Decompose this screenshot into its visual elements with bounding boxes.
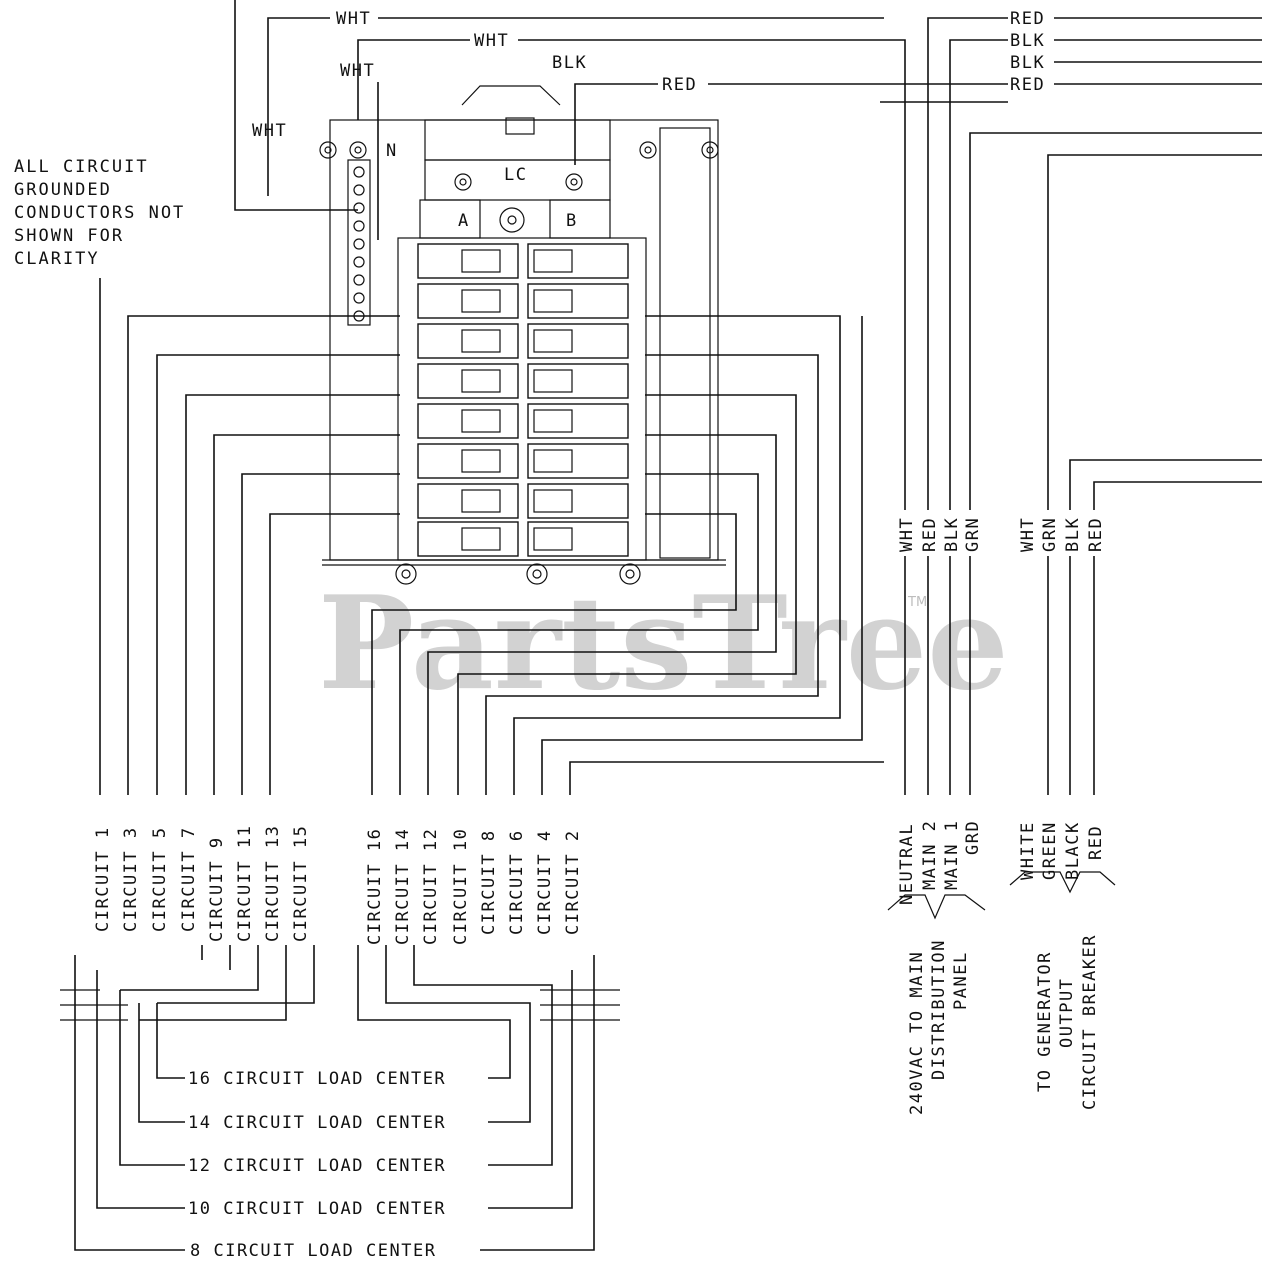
circuit-13-label: CIRCUIT 13 — [263, 825, 283, 942]
gen-dest-line-3: CIRCUIT BREAKER — [1080, 934, 1100, 1110]
circuit-15-label: CIRCUIT 15 — [291, 825, 311, 942]
lc-label: LC — [504, 165, 527, 185]
phase-b-label: B — [566, 211, 578, 231]
main-wire-blk: BLK — [942, 517, 962, 552]
wire-label-right-red-2: RED — [1010, 75, 1045, 95]
clarity-note: ALL CIRCUIT GROUNDED CONDUCTORS NOT SHOW… — [14, 157, 185, 269]
gen-wire-labels: WHT GRN BLK RED — [1018, 517, 1106, 795]
wire-label-blk: BLK — [552, 53, 587, 73]
main-wire-red: RED — [920, 517, 940, 552]
load-center-8: 8 CIRCUIT LOAD CENTER — [190, 1241, 436, 1261]
gen-wire-grn: GRN — [1040, 517, 1060, 552]
wire-label-right-blk-2: BLK — [1010, 53, 1045, 73]
function-white: WHITE — [1018, 821, 1038, 880]
wire-label-wht-3: WHT — [340, 61, 375, 81]
main-function-labels: NEUTRAL MAIN 2 MAIN 1 GRD 240VAC TO MAIN… — [887, 820, 986, 1115]
gen-wire-red: RED — [1086, 517, 1106, 552]
wire-label-right-blk-1: BLK — [1010, 31, 1045, 51]
neutral-label: N — [386, 141, 398, 161]
circuit-12-label: CIRCUIT 12 — [421, 828, 441, 945]
function-main-1: MAIN 1 — [942, 820, 962, 890]
gen-wire-blk: BLK — [1063, 517, 1083, 552]
circuit-4-label: CIRCUIT 4 — [535, 829, 555, 935]
note-line-1: ALL CIRCUIT — [14, 157, 149, 177]
note-line-5: CLARITY — [14, 249, 100, 269]
watermark-trademark: TM — [907, 595, 927, 610]
even-circuit-wires — [371, 315, 884, 795]
main-wire-wht: WHT — [897, 517, 917, 552]
main-dest-line-1: 240VAC TO MAIN — [907, 951, 927, 1115]
wire-label-red: RED — [662, 75, 697, 95]
circuit-7-label: CIRCUIT 7 — [179, 826, 199, 932]
gen-wire-wht: WHT — [1018, 517, 1038, 552]
load-center-14: 14 CIRCUIT LOAD CENTER — [188, 1113, 446, 1133]
function-red: RED — [1086, 825, 1106, 860]
gen-dest-line-2: OUTPUT — [1057, 978, 1077, 1048]
function-black: BLACK — [1063, 821, 1083, 880]
circuit-16-label: CIRCUIT 16 — [365, 828, 385, 945]
phase-a-label: A — [458, 211, 470, 231]
wire-label-wht-1: WHT — [336, 9, 371, 29]
circuit-14-label: CIRCUIT 14 — [393, 828, 413, 945]
wire-label-wht-2: WHT — [474, 31, 509, 51]
gen-function-labels: WHITE GREEN BLACK RED TO GENERATOR OUTPU… — [1009, 821, 1116, 1110]
circuit-8-label: CIRCUIT 8 — [479, 829, 499, 935]
gen-dest-line-1: TO GENERATOR — [1035, 951, 1055, 1092]
function-main-2: MAIN 2 — [920, 820, 940, 890]
top-wires: WHT WHT WHT WHT BLK RED RED BLK BLK RED — [234, 0, 1262, 510]
wire-label-wht-4: WHT — [252, 121, 287, 141]
load-center-panel: N LC A B — [319, 85, 726, 585]
watermark: PartsTree — [318, 569, 1009, 719]
circuit-2-label: CIRCUIT 2 — [563, 829, 583, 935]
load-center-16: 16 CIRCUIT LOAD CENTER — [188, 1069, 446, 1089]
main-wire-labels: WHT RED BLK GRN — [897, 517, 983, 795]
function-green: GREEN — [1040, 821, 1060, 880]
circuit-11-label: CIRCUIT 11 — [235, 825, 255, 942]
circuit-1-label: CIRCUIT 1 — [93, 826, 113, 932]
main-dest-line-3: PANEL — [951, 951, 971, 1010]
circuit-6-label: CIRCUIT 6 — [507, 829, 527, 935]
main-dest-line-2: DISTRIBUTION — [929, 939, 949, 1080]
function-grd: GRD — [963, 820, 983, 855]
note-line-4: SHOWN FOR — [14, 226, 124, 246]
note-line-3: CONDUCTORS NOT — [14, 203, 185, 223]
function-neutral: NEUTRAL — [897, 823, 917, 905]
main-wire-grn: GRN — [963, 517, 983, 552]
load-center-brackets: 16 CIRCUIT LOAD CENTER 14 CIRCUIT LOAD C… — [60, 945, 620, 1261]
load-center-12: 12 CIRCUIT LOAD CENTER — [188, 1156, 446, 1176]
even-circuit-labels: CIRCUIT 16 CIRCUIT 14 CIRCUIT 12 CIRCUIT… — [365, 828, 583, 945]
circuit-9-label: CIRCUIT 9 — [207, 836, 227, 942]
circuit-3-label: CIRCUIT 3 — [121, 826, 141, 932]
load-center-10: 10 CIRCUIT LOAD CENTER — [188, 1199, 446, 1219]
wire-label-right-red-1: RED — [1010, 9, 1045, 29]
odd-circuit-wires — [99, 278, 400, 795]
odd-circuit-labels: CIRCUIT 1 CIRCUIT 3 CIRCUIT 5 CIRCUIT 7 … — [93, 825, 311, 942]
circuit-5-label: CIRCUIT 5 — [150, 826, 170, 932]
note-line-2: GROUNDED — [14, 180, 112, 200]
circuit-10-label: CIRCUIT 10 — [451, 828, 471, 945]
